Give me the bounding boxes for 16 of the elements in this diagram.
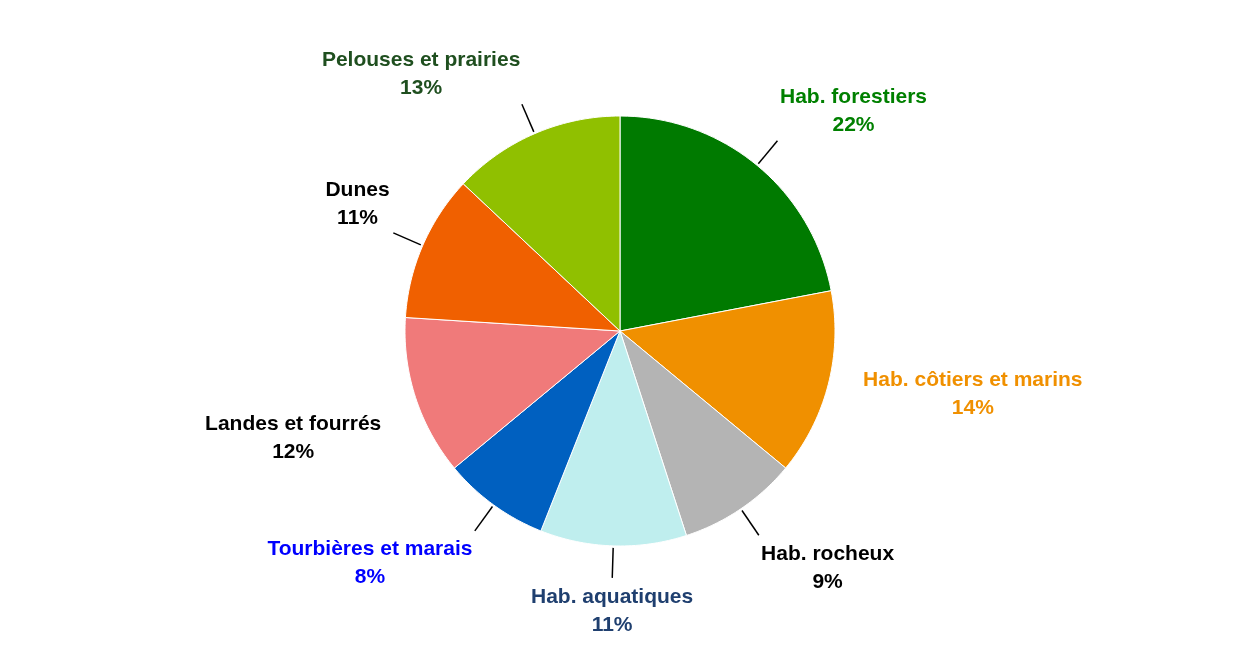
category-label: Landes et fourrés <box>205 409 382 436</box>
percent-label: 11% <box>590 610 634 637</box>
category-label: Hab. rocheux <box>761 539 895 566</box>
category-label: Pelouses et prairies <box>321 45 521 72</box>
percent-label: 14% <box>950 394 995 421</box>
category-label: Tourbières et marais <box>267 535 473 562</box>
category-label: Hab. forestiers <box>780 82 928 109</box>
category-label: Dunes <box>325 176 390 203</box>
category-label: Hab. aquatiques <box>531 582 694 609</box>
percent-label: 13% <box>399 73 444 100</box>
percent-label: 8% <box>353 563 387 590</box>
category-label: Hab. côtiers et marins <box>863 366 1083 393</box>
percent-label: 12% <box>271 437 316 464</box>
percent-label: 9% <box>811 567 844 594</box>
percent-label: 22% <box>831 110 876 137</box>
percent-label: 11% <box>336 204 379 231</box>
